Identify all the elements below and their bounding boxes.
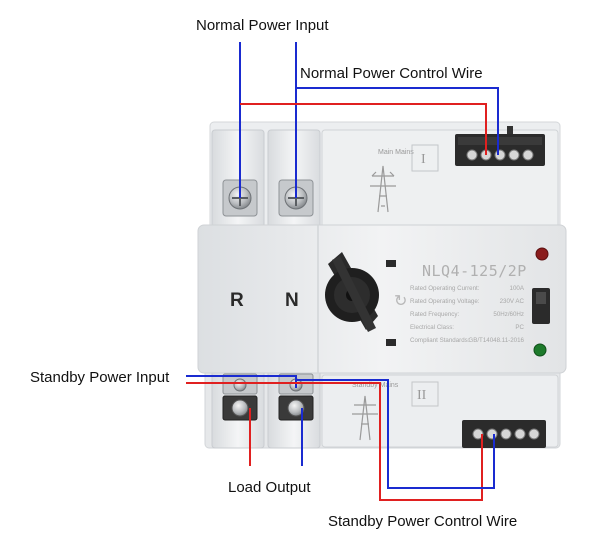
standby-mains-label: Standby Mains [352,382,399,389]
wire-standby-control-blue [296,379,495,489]
label-standby-power-control-wire: Standby Power Control Wire [328,513,517,530]
window-top [386,260,396,267]
main-mains-label: Main Mains [378,149,414,156]
numeral-box-top [411,144,439,172]
spec-label: Rated Operating Voltage: [410,298,480,305]
spec-label: Rated Frequency: [410,311,459,318]
section-numeral-top: I [421,152,426,167]
numeral-box-bottom [411,381,439,407]
spec-label: Electrical Class: [410,324,454,331]
spec-value: PC [515,324,524,331]
spec-value: 230V AC [500,298,525,305]
spec-label: Compliant Standards: [410,337,470,344]
wire-normal-control-blue [296,87,499,155]
spec-list: Rated Operating Current: 100A Rated Operat… [410,285,525,344]
label-normal-power-control-wire: Normal Power Control Wire [300,65,483,82]
label-standby-power-input: Standby Power Input [30,369,170,386]
tower-icon-bottom [352,395,378,441]
section-numeral-bottom: II [417,388,427,403]
terminal-n-output [278,395,314,421]
spec-value: 50Hz/60Hz [493,311,524,318]
label-normal-power-input: Normal Power Input [196,17,329,34]
switch-device: Main Mains I R N ↻ [197,121,567,449]
control-tab [507,126,513,134]
spec-value: GB/T14048.11-2016 [468,337,524,344]
led-main-indicator [535,247,549,261]
spec-label: Rated Operating Current: [410,285,480,292]
terminal-r-output [222,395,258,421]
phase-label-n: N [285,290,299,311]
tower-icon-top [370,165,396,213]
front-panel [197,224,567,374]
window-bottom [386,339,396,346]
control-terminal-bottom [462,420,546,448]
wiring [186,42,499,501]
control-terminal-top [455,134,545,166]
wire-standby-control-red [240,382,483,501]
rotate-arrow-icon: ↻ [394,293,407,310]
led-standby-indicator [533,343,547,357]
label-load-output: Load Output [228,479,311,496]
phase-label-r: R [230,290,244,311]
model-number: NLQ4-125/2P [422,262,527,280]
rotary-handle[interactable] [325,252,379,332]
wire-normal-control-red [240,103,487,155]
spec-value: 100A [510,285,525,292]
